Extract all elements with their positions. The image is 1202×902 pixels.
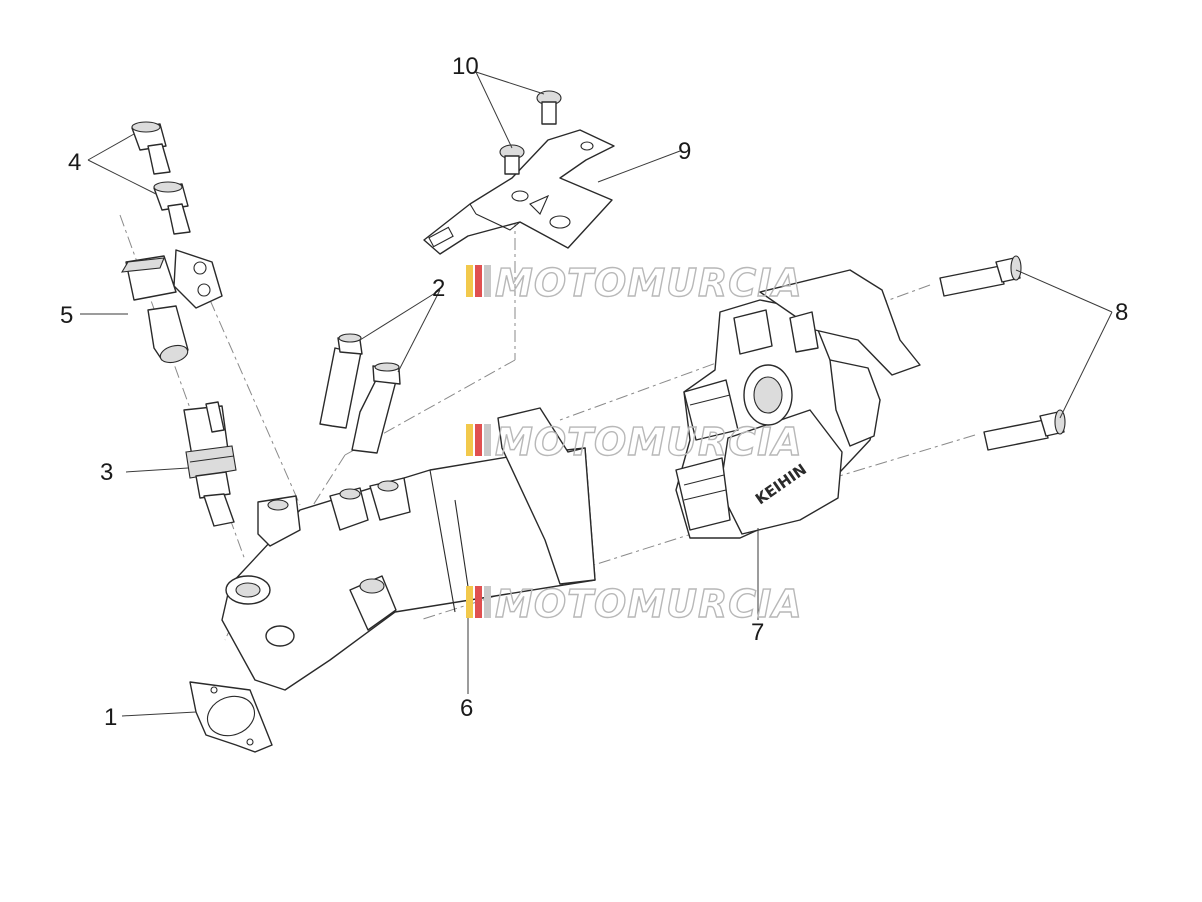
watermark-text: MOTOMURCIA	[495, 582, 803, 626]
bracket-sensor-part-5	[120, 249, 223, 364]
watermark-stripe-3	[484, 586, 491, 618]
leader-lines	[80, 71, 1113, 717]
long-bolts-part-2	[319, 333, 401, 454]
callout-7: 7	[751, 619, 764, 646]
short-bolts-part-4	[131, 121, 191, 235]
watermark-stripe-3	[484, 265, 491, 297]
callout-4: 4	[68, 149, 81, 176]
callout-3: 3	[100, 459, 113, 486]
screws-part-10	[499, 90, 562, 175]
intake-manifold-part-6	[221, 407, 596, 691]
watermark-stripe-2	[475, 265, 482, 297]
watermark-stripe-1	[466, 424, 473, 456]
callout-9: 9	[678, 138, 691, 165]
callout-6: 6	[460, 695, 473, 722]
watermark-text: MOTOMURCIA	[495, 420, 803, 464]
callout-10: 10	[452, 53, 479, 80]
watermark-stripe-3	[484, 424, 491, 456]
watermark-middle: MOTOMURCIA	[466, 419, 803, 465]
callout-1: 1	[104, 704, 117, 731]
callout-2: 2	[432, 275, 445, 302]
watermark-text: MOTOMURCIA	[495, 261, 803, 305]
callout-5: 5	[60, 302, 73, 329]
watermark-stripe-2	[475, 424, 482, 456]
callout-labels: 1 2 3 4 5 6 7 8 9 10	[60, 53, 1128, 731]
callout-8: 8	[1115, 299, 1128, 326]
flange-bolts-part-8	[939, 255, 1066, 451]
gasket-part-1	[189, 681, 273, 753]
watermark-stripe-2	[475, 586, 482, 618]
watermark-bottom: MOTOMURCIA	[466, 581, 803, 627]
watermark-stripe-1	[466, 265, 473, 297]
watermark-stripe-1	[466, 586, 473, 618]
sensor-part-3	[183, 401, 237, 527]
watermark-top: MOTOMURCIA	[466, 260, 803, 306]
throttle-body-part-7: KEIHIN	[675, 269, 921, 539]
